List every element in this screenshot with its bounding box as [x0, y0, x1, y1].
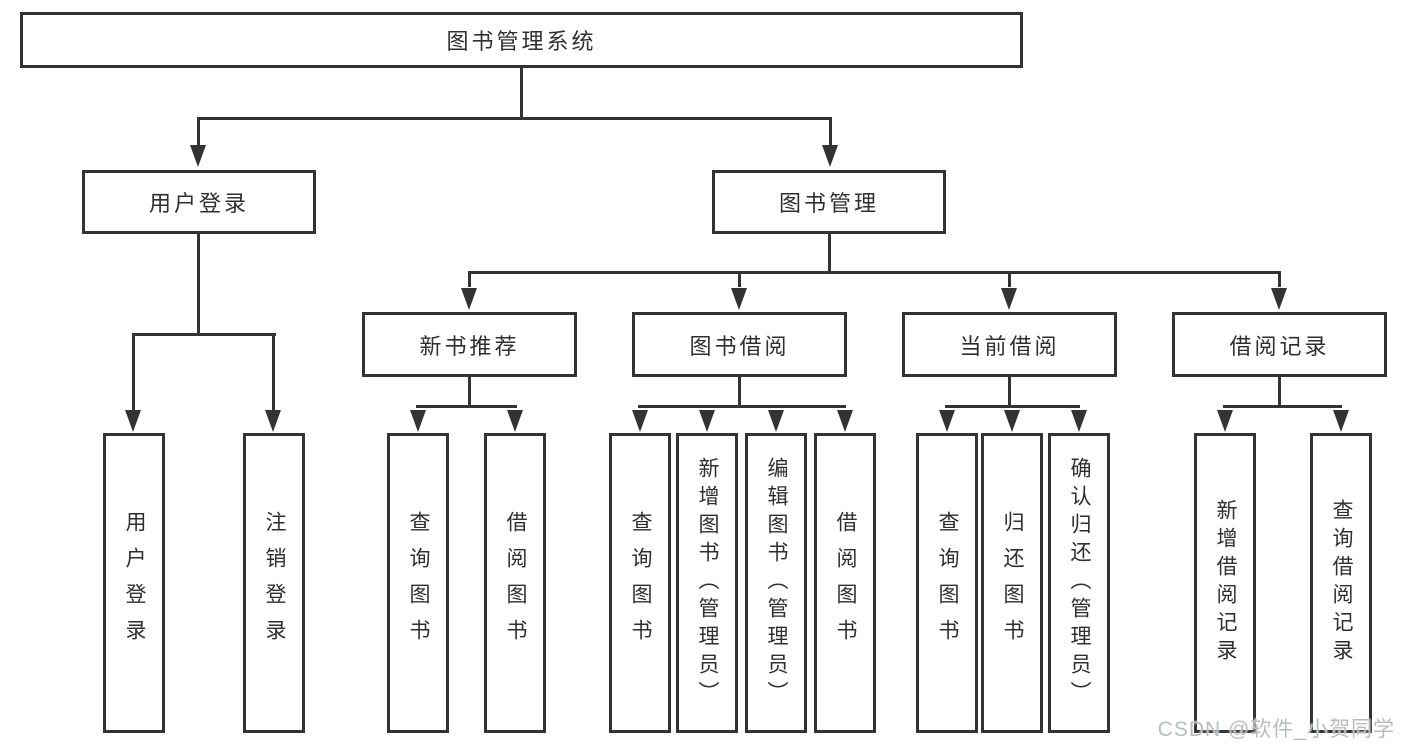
edge-vline	[197, 117, 200, 147]
node-label: 当前借阅	[959, 333, 1060, 359]
arrowhead-down-icon	[837, 410, 853, 432]
leaf-query-books-borrowing: 查询图书	[609, 433, 671, 733]
csdn-watermark: CSDN @软件_小贺同学	[1157, 718, 1395, 741]
edge-vline	[197, 232, 200, 336]
node-label: 借阅图书	[504, 511, 527, 655]
edge-vline	[829, 117, 832, 147]
leaf-borrow-books: 借阅图书	[814, 433, 876, 733]
node-label: 注销登录	[263, 511, 286, 655]
arrowhead-down-icon	[632, 410, 648, 432]
arrowhead-down-icon	[1071, 410, 1087, 432]
node-label: 借阅记录	[1229, 333, 1330, 359]
node-label: 图书借阅	[689, 333, 790, 359]
leaf-user-login: 用户登录	[103, 433, 165, 733]
node-label: 查询借阅记录	[1330, 499, 1353, 667]
node-label: 新书推荐	[419, 333, 520, 359]
node-label: 查询图书	[629, 511, 652, 655]
edge-hline	[945, 405, 1080, 408]
arrowhead-down-icon	[768, 410, 784, 432]
node-user-login: 用户登录	[82, 170, 316, 234]
node-label: 借阅图书	[834, 511, 857, 655]
edge-hline	[1223, 405, 1342, 408]
node-label: 查询图书	[407, 511, 430, 655]
node-label: 编辑图书（管理员）	[765, 457, 788, 709]
leaf-borrow-books-recommend: 借阅图书	[484, 433, 546, 733]
leaf-add-books-admin: 新增图书（管理员）	[676, 433, 738, 733]
leaf-query-borrow-record: 查询借阅记录	[1310, 433, 1372, 733]
node-book-management: 图书管理	[712, 170, 946, 234]
edge-vline	[468, 375, 471, 408]
node-borrowing-records: 借阅记录	[1172, 312, 1387, 377]
node-label: 用户登录	[148, 191, 249, 216]
node-label: 归还图书	[1001, 511, 1024, 655]
node-current-borrowing: 当前借阅	[902, 312, 1117, 377]
leaf-logout: 注销登录	[243, 433, 305, 733]
arrowhead-down-icon	[410, 410, 426, 432]
arrowhead-down-icon	[1004, 410, 1020, 432]
edge-vline	[738, 375, 741, 408]
edge-hline	[197, 117, 832, 120]
edge-hline	[416, 405, 517, 408]
node-label: 图书管理系统	[446, 29, 597, 54]
node-library-management-system: 图书管理系统	[20, 12, 1023, 68]
node-label: 用户登录	[123, 511, 146, 655]
arrowhead-down-icon	[125, 410, 141, 432]
node-label: 确认归还（管理员）	[1068, 457, 1091, 709]
edge-vline	[1278, 375, 1281, 408]
node-label: 查询图书	[936, 511, 959, 655]
edge-vline	[1278, 271, 1281, 287]
edge-vline	[1008, 271, 1011, 287]
edge-hline	[468, 271, 1281, 274]
arrowhead-down-icon	[507, 410, 523, 432]
arrowhead-down-icon	[1217, 410, 1233, 432]
node-label: 新增借阅记录	[1214, 499, 1237, 667]
arrowhead-down-icon	[822, 145, 838, 167]
edge-vline	[132, 333, 135, 410]
edge-vline	[828, 232, 831, 274]
node-book-borrowing: 图书借阅	[632, 312, 847, 377]
leaf-add-borrow-record: 新增借阅记录	[1194, 433, 1256, 733]
node-label: 新增图书（管理员）	[696, 457, 719, 709]
arrowhead-down-icon	[1333, 410, 1349, 432]
arrowhead-down-icon	[1001, 288, 1017, 310]
node-label: 图书管理	[778, 191, 879, 216]
arrowhead-down-icon	[461, 288, 477, 310]
leaf-edit-books-admin: 编辑图书（管理员）	[745, 433, 807, 733]
leaf-return-books: 归还图书	[981, 433, 1043, 733]
arrowhead-down-icon	[939, 410, 955, 432]
node-new-book-recommendation: 新书推荐	[362, 312, 577, 377]
edge-vline	[468, 271, 471, 287]
leaf-query-books-recommend: 查询图书	[387, 433, 449, 733]
leaf-query-books-current: 查询图书	[916, 433, 978, 733]
edge-hline	[132, 333, 276, 336]
edge-vline	[738, 271, 741, 287]
edge-vline	[520, 67, 523, 120]
edge-vline	[272, 333, 275, 410]
arrowhead-down-icon	[699, 410, 715, 432]
arrowhead-down-icon	[731, 288, 747, 310]
arrowhead-down-icon	[190, 145, 206, 167]
edge-vline	[1008, 375, 1011, 408]
leaf-confirm-return-admin: 确认归还（管理员）	[1048, 433, 1110, 733]
edge-hline	[638, 405, 846, 408]
arrowhead-down-icon	[1271, 288, 1287, 310]
arrowhead-down-icon	[265, 410, 281, 432]
